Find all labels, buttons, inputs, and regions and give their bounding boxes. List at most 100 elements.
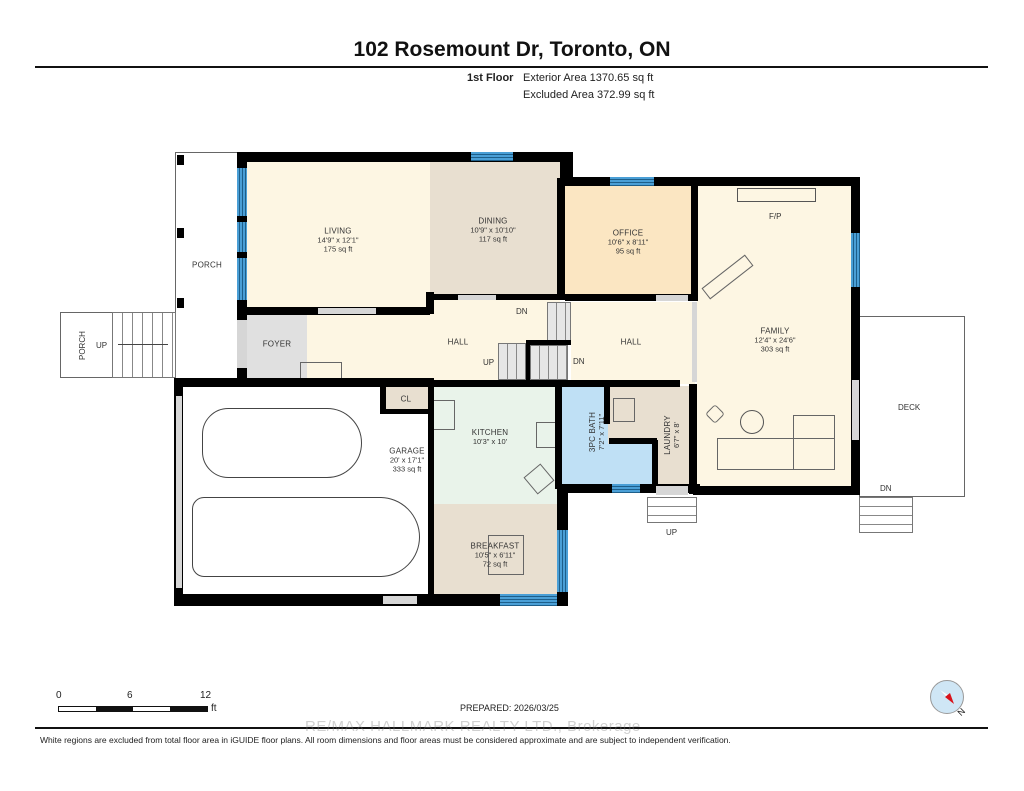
room-breakfast (433, 504, 561, 594)
window (471, 152, 513, 161)
header-divider (35, 66, 988, 68)
stairs-up-label: UP (483, 358, 495, 367)
doorway (692, 302, 697, 382)
fireplace-label: F/P (769, 212, 782, 221)
deck-label: DECK (898, 403, 921, 412)
room-label-garage: GARAGE 20' x 17'1" 333 sq ft (389, 446, 425, 474)
window (500, 594, 557, 606)
room-closet (382, 387, 428, 413)
room-family (697, 186, 852, 486)
stairs-down-landing[interactable] (547, 302, 571, 344)
room-label-living: LIVING 14'9" x 12'1" 175 sq ft (317, 226, 359, 254)
wall (426, 292, 434, 314)
room-kitchen (433, 386, 558, 504)
wall (174, 594, 568, 606)
porch-steps[interactable] (112, 312, 176, 378)
window (237, 222, 247, 252)
laundry-exit-door[interactable] (656, 486, 688, 495)
room-label-hall-left: HALL (447, 337, 469, 347)
room-label-family: FAMILY 12'4" x 24'6" 303 sq ft (754, 326, 796, 354)
scale-bar (58, 706, 208, 712)
room-label-office: OFFICE 10'6" x 8'11" 95 sq ft (607, 228, 649, 256)
fireplace (737, 188, 816, 202)
scale-tick-12: 12 (200, 690, 212, 701)
arrow-right-icon (118, 344, 168, 345)
car-sedan (202, 408, 362, 478)
wall (689, 384, 697, 494)
window (557, 530, 568, 592)
wall (526, 340, 571, 345)
window (237, 258, 247, 300)
porch-steps-up: UP (96, 341, 108, 350)
porch-post (177, 298, 184, 308)
front-door[interactable] (237, 320, 247, 368)
wall (652, 440, 658, 488)
wall (557, 178, 565, 300)
wall (174, 378, 434, 387)
wall (555, 384, 562, 489)
room-foyer (247, 315, 307, 380)
laundry-steps-label: UP (666, 528, 678, 537)
room-label-kitchen: KITCHEN 10'3" x 10' (471, 428, 509, 446)
room-hall-right (571, 302, 695, 384)
room-label-laundry: LAUNDRY 6'7" x 8' (663, 415, 681, 455)
room-label-dining: DINING 10'9" x 10'10" 117 sq ft (470, 216, 516, 244)
scale-tick-0: 0 (56, 690, 62, 701)
wall (851, 177, 860, 495)
doorway (318, 308, 376, 314)
wall (693, 486, 860, 495)
wall (691, 186, 698, 301)
room-label-breakfast: BREAKFAST 10'5" x 6'11" 72 sq ft (470, 541, 520, 569)
window (237, 168, 247, 216)
doorway (458, 295, 496, 300)
wall (560, 177, 860, 186)
page-title: 102 Rosemount Dr, Toronto, ON (353, 38, 671, 61)
footer-divider (35, 727, 988, 729)
room-office (565, 186, 693, 296)
deck (859, 316, 965, 497)
porch-steps-landing (60, 312, 113, 378)
exterior-area: Exterior Area 1370.65 sq ft (523, 72, 654, 84)
room-label-porch: PORCH (192, 260, 222, 270)
porch-area (175, 152, 239, 380)
window (610, 177, 654, 186)
porch-post (177, 228, 184, 238)
stairs-dn-label: DN (516, 307, 528, 316)
sofa-chaise (793, 415, 835, 470)
wall (430, 294, 570, 300)
scale-tick-6: 6 (127, 690, 133, 701)
window (851, 233, 860, 287)
prepared-date: PREPARED: 2026/03/25 (460, 703, 559, 713)
room-label-hall-right: HALL (620, 337, 642, 347)
compass-icon (930, 680, 964, 714)
car-pickup (192, 497, 420, 577)
wall (604, 384, 610, 424)
deck-steps[interactable] (859, 497, 913, 533)
room-label-foyer: FOYER (262, 339, 292, 349)
breakfast-table (488, 535, 524, 575)
wall (609, 438, 657, 444)
room-dining (430, 162, 560, 297)
doorway (656, 295, 688, 301)
porch-post (177, 155, 184, 165)
wall (380, 409, 432, 414)
side-door[interactable] (383, 596, 417, 604)
wall (380, 387, 386, 413)
window (612, 484, 640, 493)
stairs-down[interactable] (530, 345, 568, 380)
wall (565, 294, 697, 301)
laundry-steps[interactable] (647, 497, 697, 523)
excluded-area: Excluded Area 372.99 sq ft (523, 89, 655, 101)
compass-needle-icon (940, 690, 954, 704)
disclaimer: White regions are excluded from total fl… (40, 735, 731, 745)
room-label-closet: CL (400, 394, 412, 404)
stairs-up[interactable] (498, 343, 526, 380)
patio-door[interactable] (852, 380, 859, 440)
wall (526, 340, 530, 384)
room-living (247, 162, 430, 309)
scale-unit: ft (211, 703, 217, 714)
porch-steps-label: PORCH (78, 331, 87, 360)
counter (433, 400, 455, 430)
floor-label: 1st Floor (467, 72, 514, 84)
